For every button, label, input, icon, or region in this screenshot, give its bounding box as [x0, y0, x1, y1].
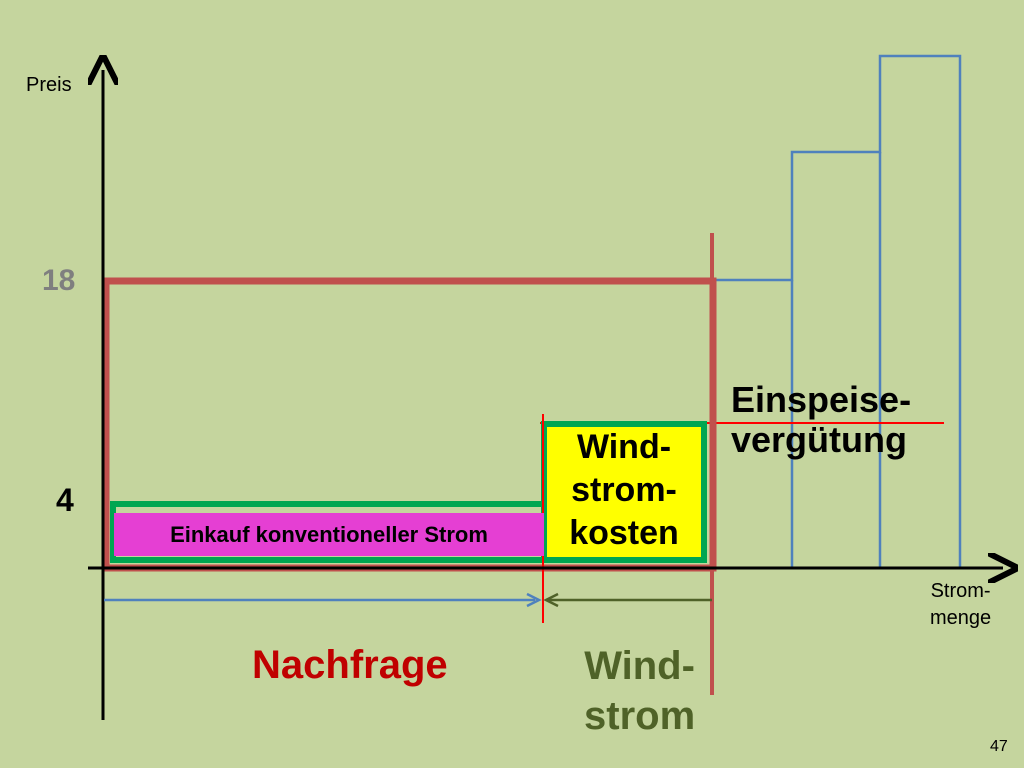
feed-in-label-line1: Einspeise-	[731, 379, 912, 420]
x-axis-label-line1: Strom-	[930, 580, 991, 602]
wind-quantity-arrow	[543, 592, 712, 608]
wind-cost-label: Wind- strom- kosten	[546, 426, 702, 560]
page-number: 47	[990, 738, 1008, 755]
supply-step-line	[713, 54, 962, 568]
y-tick-low: 4	[56, 482, 74, 518]
wind-power-label: Wind- strom	[584, 641, 695, 741]
x-axis-label: Strom- menge	[930, 578, 991, 632]
wind-cost-line3: kosten	[569, 514, 679, 552]
demand-label: Nachfrage	[252, 643, 448, 687]
wind-cost-line1: Wind-	[576, 428, 672, 466]
supply-steps	[713, 54, 962, 568]
wind-cost-box	[541, 421, 707, 563]
x-axis-label-line2: menge	[930, 607, 992, 629]
y-axis-label: Preis	[26, 74, 72, 96]
conventional-purchase-label: Einkauf konventioneller Strom	[114, 513, 544, 556]
feed-in-label-line2: vergütung	[731, 419, 907, 460]
feed-in-tariff-label: Einspeise- vergütung	[731, 380, 911, 460]
demand-quantity-arrow	[104, 592, 542, 608]
wind-cost-line2: strom-	[571, 471, 677, 509]
wind-label-line1: Wind-	[584, 644, 695, 688]
y-tick-high: 18	[42, 264, 76, 297]
wind-label-line2: strom	[584, 694, 696, 738]
